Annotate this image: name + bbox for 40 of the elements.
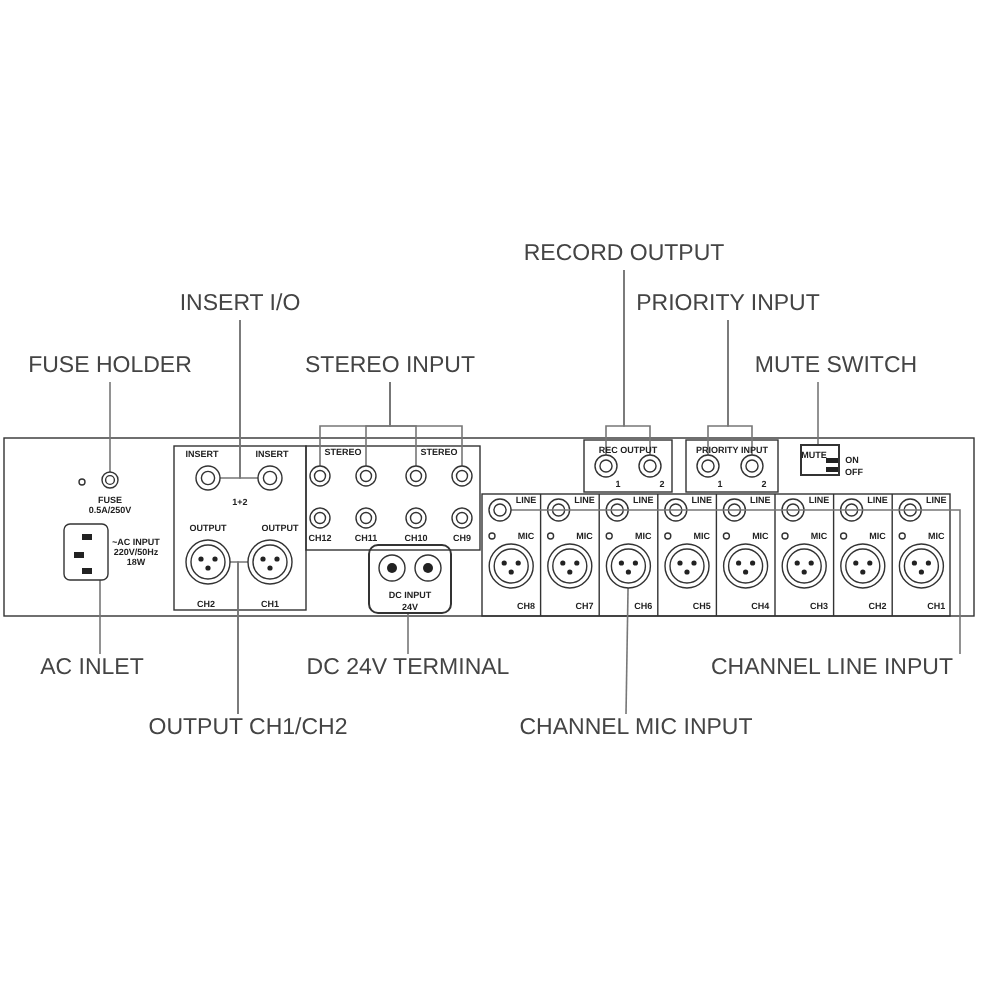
callout-label: CHANNEL MIC INPUT [519, 716, 753, 742]
fuse-holder [101, 471, 119, 489]
jack-socket [638, 454, 662, 478]
callout-label: AC INLET [40, 656, 144, 682]
power-inlet [63, 523, 109, 581]
callout-label: DC 24V TERMINAL [306, 656, 510, 682]
callout-label: PRIORITY INPUT [636, 292, 820, 318]
jack-socket [405, 465, 427, 487]
xlr-socket [185, 539, 231, 585]
callout-label: INSERT I/O [179, 292, 301, 318]
leader-line [510, 509, 961, 655]
callout-label: MUTE SWITCH [754, 354, 918, 380]
callout-label: CHANNEL LINE INPUT [711, 656, 953, 682]
xlr-socket [247, 539, 293, 585]
callout-label: STEREO INPUT [305, 354, 475, 380]
jack-socket [257, 465, 283, 491]
xlr-socket [605, 543, 652, 589]
jack-socket [309, 465, 331, 487]
mute-switch [800, 444, 840, 476]
jack-socket [355, 465, 377, 487]
leader-line [407, 613, 409, 655]
leader-line [727, 319, 753, 456]
leader-line [817, 381, 819, 445]
leader-line [389, 381, 463, 467]
leader-line [239, 319, 259, 479]
dc-terminal [368, 544, 452, 614]
jack-socket [594, 454, 618, 478]
jack-socket [740, 454, 764, 478]
leader-line [237, 561, 249, 715]
leader-line [623, 269, 651, 456]
jack-socket [195, 465, 221, 491]
leader-line [99, 579, 101, 655]
callout-label: OUTPUT CH1/CH2 [148, 716, 348, 742]
callout-label: RECORD OUTPUT [523, 242, 725, 268]
jack-socket [451, 465, 473, 487]
jack-socket [696, 454, 720, 478]
callout-label: FUSE HOLDER [28, 354, 192, 380]
jack-socket [488, 498, 512, 522]
leader-line [625, 587, 629, 715]
leader-line [109, 381, 111, 473]
